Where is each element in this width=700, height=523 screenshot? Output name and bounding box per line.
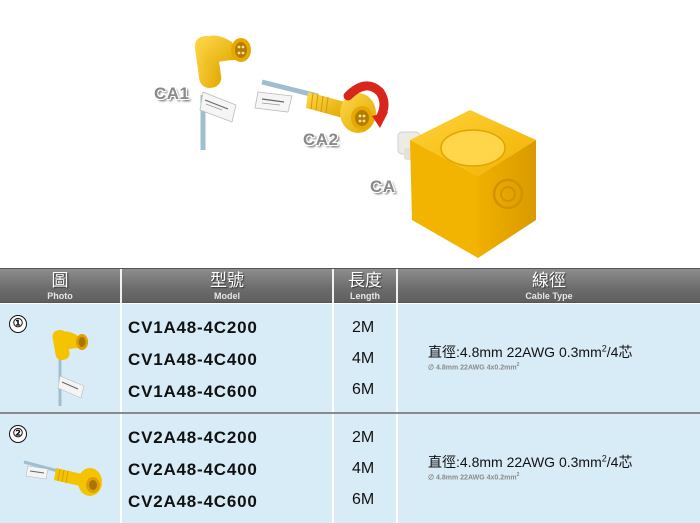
- header-length: 長度 Length: [334, 269, 396, 304]
- column-divider: [332, 304, 334, 412]
- cable-length: 4M: [352, 460, 375, 477]
- model-name: CV2A48-4C200: [128, 428, 258, 447]
- label-ca: CA: [370, 177, 396, 196]
- cable-length: 2M: [352, 319, 375, 336]
- ca1-thumbnail: [52, 329, 88, 406]
- column-divider: [120, 304, 122, 412]
- cable-spec-text: 直徑:4.8mm 22AWG 0.3mm: [428, 454, 602, 470]
- cable-spec: 直徑:4.8mm 22AWG 0.3mm2/4芯: [428, 452, 632, 472]
- header-model: 型號 Model: [122, 269, 332, 304]
- header-model-zh: 型號: [210, 271, 244, 290]
- header-divider: [396, 269, 398, 304]
- header-divider: [120, 269, 122, 304]
- model-name: CV1A48-4C600: [128, 382, 258, 401]
- table-group-1: ① CV1A48-4C200 CV1A48-4C400 CV1A48-4C600…: [0, 304, 700, 412]
- cable-spec-cores: /4芯: [606, 454, 633, 470]
- label-ca1: CA1: [154, 84, 190, 103]
- cable-spec-text: 直徑:4.8mm 22AWG 0.3mm: [428, 344, 602, 360]
- header-photo-en: Photo: [47, 291, 73, 301]
- table-group-2: ② CV2A48-4C200 CV2A48-4C400 CV2A48-4C600…: [0, 414, 700, 523]
- ca-sensor-cube: [397, 110, 536, 258]
- model-name: CV2A48-4C600: [128, 492, 258, 511]
- model-name: CV2A48-4C400: [128, 460, 258, 479]
- column-divider: [120, 414, 122, 523]
- cable-spec-english-text: ∅ 4.8mm 22AWG 4x0.2mm: [428, 474, 517, 482]
- group-number-badge: ②: [9, 425, 27, 443]
- label-ca2: CA2: [303, 130, 339, 149]
- column-divider: [396, 414, 398, 523]
- cable-spec-exponent: 2: [601, 343, 607, 354]
- cable-spec-english-exponent: 2: [516, 362, 520, 368]
- header-cable-type: 線徑 Cable Type: [398, 269, 700, 304]
- cable-spec-english-text: ∅ 4.8mm 22AWG 4x0.2mm: [428, 364, 517, 372]
- ca2-connector: [254, 79, 389, 133]
- header-length-en: Length: [350, 291, 380, 301]
- group-divider: [0, 412, 700, 414]
- cable-length: 6M: [352, 381, 375, 398]
- header-cable-en: Cable Type: [525, 291, 573, 301]
- cable-length: 2M: [352, 429, 375, 446]
- header-photo-zh: 圖: [51, 271, 69, 290]
- header-divider: [332, 269, 334, 304]
- header-cable-zh: 線徑: [532, 271, 566, 290]
- cable-spec-english: ∅ 4.8mm 22AWG 4x0.2mm2: [428, 362, 519, 371]
- ca1-connector: [194, 35, 251, 150]
- column-divider: [332, 414, 334, 523]
- cable-spec-english-exponent: 2: [516, 472, 520, 478]
- cable-spec-cores: /4芯: [606, 344, 633, 360]
- cable-length: 6M: [352, 491, 375, 508]
- product-drawing: [194, 35, 536, 258]
- model-name: CV1A48-4C400: [128, 350, 258, 369]
- group-number-badge: ①: [9, 315, 27, 333]
- column-divider: [396, 304, 398, 412]
- table-header: 圖 Photo 型號 Model 長度 Length 線徑 Cable Type: [0, 268, 700, 304]
- cable-length: 4M: [352, 350, 375, 367]
- cable-spec: 直徑:4.8mm 22AWG 0.3mm2/4芯: [428, 342, 632, 362]
- cable-spec-table: 圖 Photo 型號 Model 長度 Length 線徑 Cable Type…: [0, 268, 700, 523]
- product-illustration: CA1 CA2 CA: [154, 35, 536, 258]
- cable-spec-exponent: 2: [601, 453, 607, 464]
- header-length-zh: 長度: [348, 271, 382, 290]
- cable-spec-english: ∅ 4.8mm 22AWG 4x0.2mm2: [428, 472, 519, 481]
- header-model-en: Model: [214, 291, 240, 301]
- model-name: CV1A48-4C200: [128, 318, 258, 337]
- header-photo: 圖 Photo: [0, 269, 120, 304]
- ca2-thumbnail: [23, 460, 102, 496]
